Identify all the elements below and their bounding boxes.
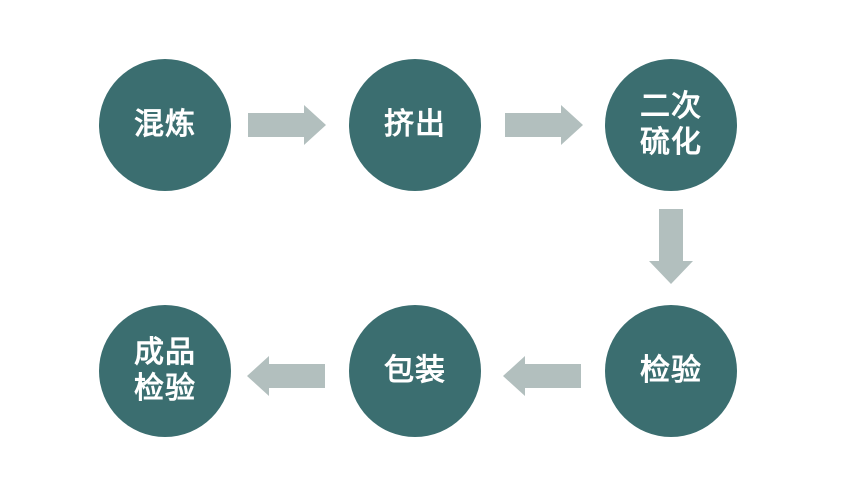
arrow-right-icon: [248, 105, 326, 145]
node-label-line1: 二次: [640, 89, 702, 124]
node-label: 混炼: [134, 107, 196, 142]
node-label-line2: 检验: [134, 371, 196, 406]
node-packaging: 包装: [349, 305, 481, 437]
node-label-line2: 硫化: [640, 125, 702, 160]
node-mixing: 混炼: [99, 59, 231, 191]
node-label: 包装: [384, 353, 446, 388]
node-label: 检验: [640, 353, 702, 388]
node-label: 挤出: [384, 107, 446, 142]
node-secondary-vulcanization: 二次 硫化: [605, 59, 737, 191]
node-extrusion: 挤出: [349, 59, 481, 191]
node-label-line1: 成品: [134, 335, 196, 370]
arrow-right-icon: [505, 105, 583, 145]
arrow-down-icon: [649, 209, 693, 284]
node-inspection: 检验: [605, 305, 737, 437]
arrow-left-icon: [503, 356, 581, 396]
arrow-left-icon: [247, 356, 325, 396]
node-finished-product-inspection: 成品 检验: [99, 305, 231, 437]
